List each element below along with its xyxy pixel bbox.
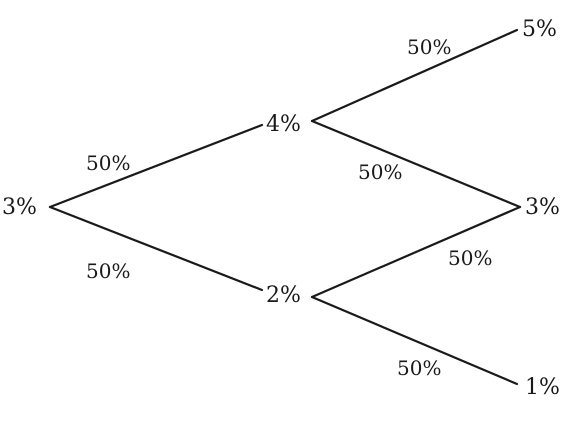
prob-root-down: 50% (86, 259, 130, 283)
node-root: 3% (2, 195, 37, 220)
prob-down-up: 50% (448, 246, 492, 270)
node-upup: 5% (522, 17, 557, 42)
prob-up-down: 50% (358, 160, 402, 184)
branch-root-to-up (48, 123, 264, 209)
branch-down-to-middle (310, 205, 522, 299)
node-up: 4% (266, 112, 301, 137)
node-downdown: 1% (525, 375, 560, 400)
branch-down-to-downdown (310, 295, 519, 386)
branch-root-to-down (48, 205, 264, 292)
prob-up-up: 50% (407, 35, 451, 59)
prob-root-up: 50% (86, 151, 130, 175)
prob-down-down: 50% (397, 356, 441, 380)
branch-up-to-middle (310, 119, 522, 209)
node-middle: 3% (525, 195, 560, 220)
node-down: 2% (266, 283, 301, 308)
branch-up-to-upup (310, 28, 519, 123)
